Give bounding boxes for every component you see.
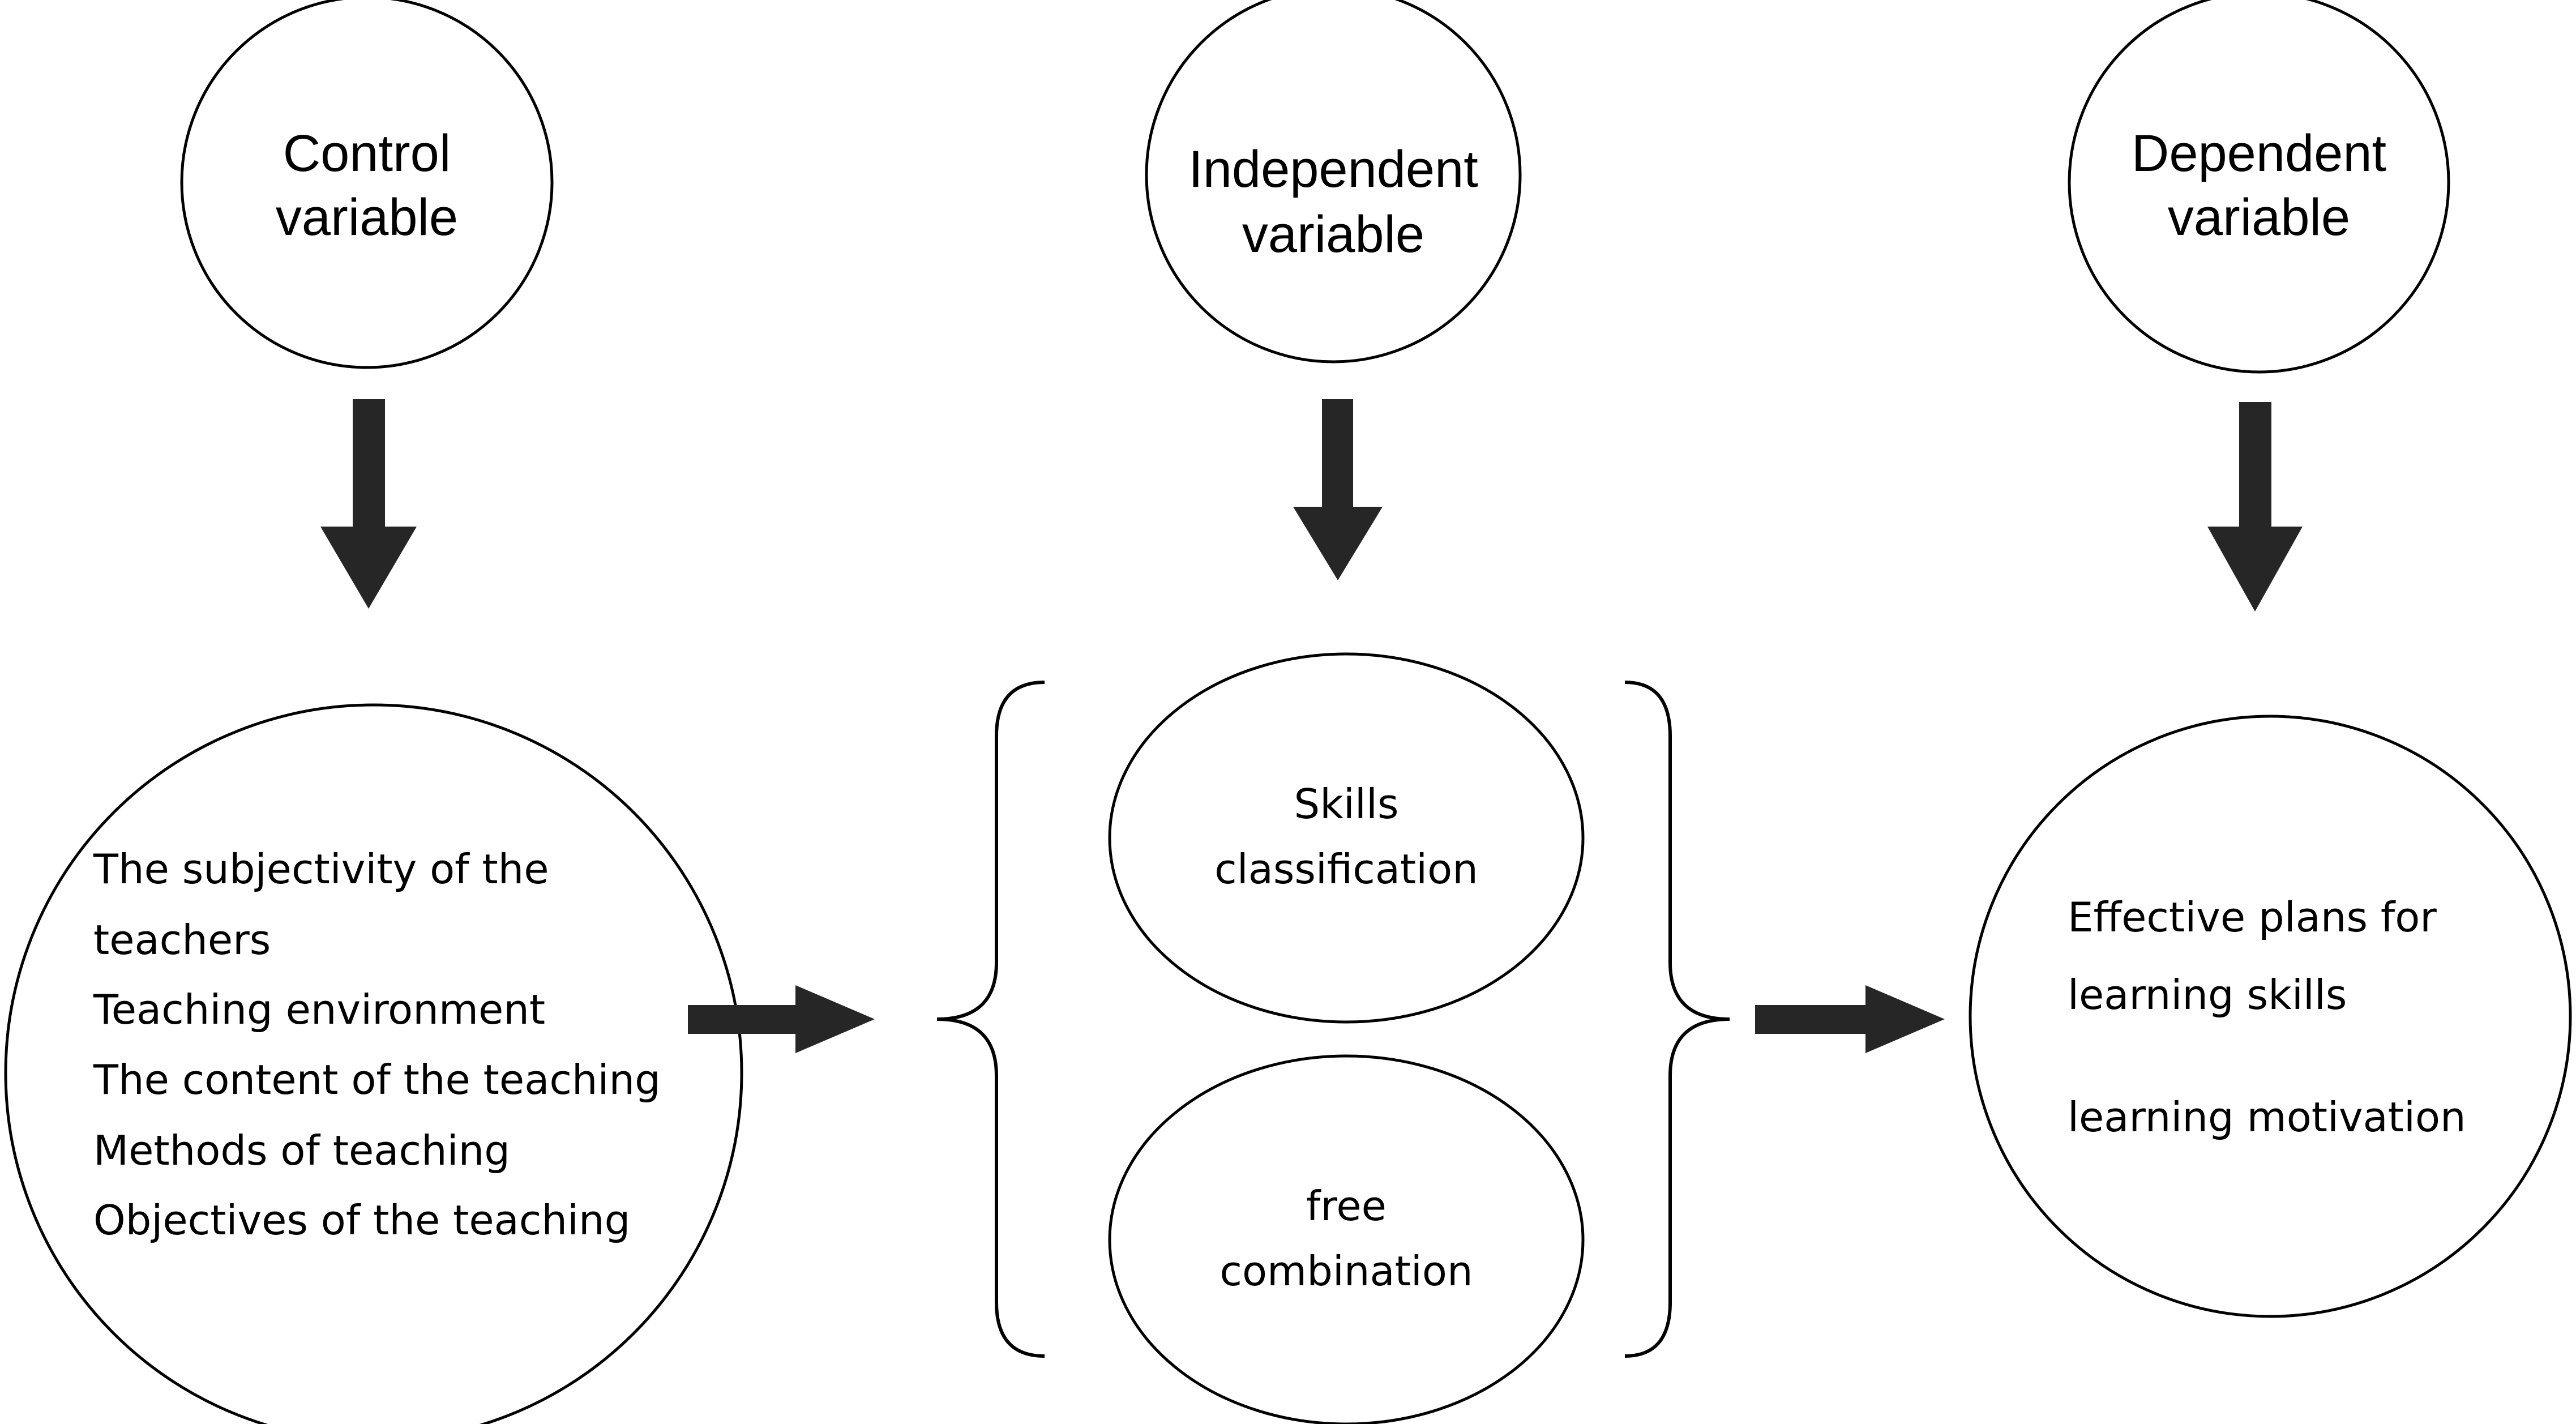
control-variable-node: Control variable — [180, 0, 554, 369]
dependent-items-node: Effective plans for learning skills lear… — [1969, 715, 2572, 1318]
control-item-5: Methods of teaching — [93, 1127, 510, 1174]
left-brace — [936, 681, 1045, 1358]
free-combination-line1: free — [1306, 1182, 1387, 1230]
independent-variable-node: Independent variable — [1145, 0, 1522, 364]
down-arrow-control — [320, 399, 417, 609]
right-arrow-independent-to-dependent — [1755, 985, 1945, 1053]
down-arrow-independent — [1293, 399, 1383, 580]
down-arrow-dependent — [2207, 402, 2303, 611]
dependent-item-1-line2: learning skills — [2068, 971, 2347, 1019]
right-arrow-control-to-independent — [688, 985, 875, 1053]
control-variable-label-line2: variable — [276, 189, 458, 246]
skills-classification-line2: classification — [1214, 845, 1478, 893]
control-item-2: teachers — [93, 916, 271, 964]
control-item-1: The subjectivity of the — [93, 845, 549, 893]
independent-variable-label-line1: Independent — [1188, 140, 1478, 198]
control-item-6: Objectives of the teaching — [93, 1196, 630, 1244]
control-variable-label-line1: Control — [283, 125, 451, 182]
control-item-4: The content of the teaching — [93, 1056, 661, 1104]
dependent-item-1-line1: Effective plans for — [2068, 893, 2437, 941]
dependent-item-2: learning motivation — [2068, 1093, 2466, 1141]
right-brace — [1624, 681, 1730, 1358]
free-combination-node: free combination — [1108, 1054, 1585, 1424]
dependent-variable-label-line1: Dependent — [2132, 125, 2386, 182]
dependent-variable-node: Dependent variable — [2068, 0, 2450, 374]
control-items-node: The subjectivity of the teachers Teachin… — [4, 703, 743, 1424]
dependent-variable-label-line2: variable — [2168, 189, 2350, 246]
free-combination-line2: combination — [1219, 1247, 1473, 1295]
skills-classification-line1: Skills — [1294, 780, 1399, 828]
skills-classification-node: Skills classification — [1108, 652, 1585, 1024]
control-item-3: Teaching environment — [93, 986, 545, 1033]
independent-variable-label-line2: variable — [1242, 206, 1424, 263]
